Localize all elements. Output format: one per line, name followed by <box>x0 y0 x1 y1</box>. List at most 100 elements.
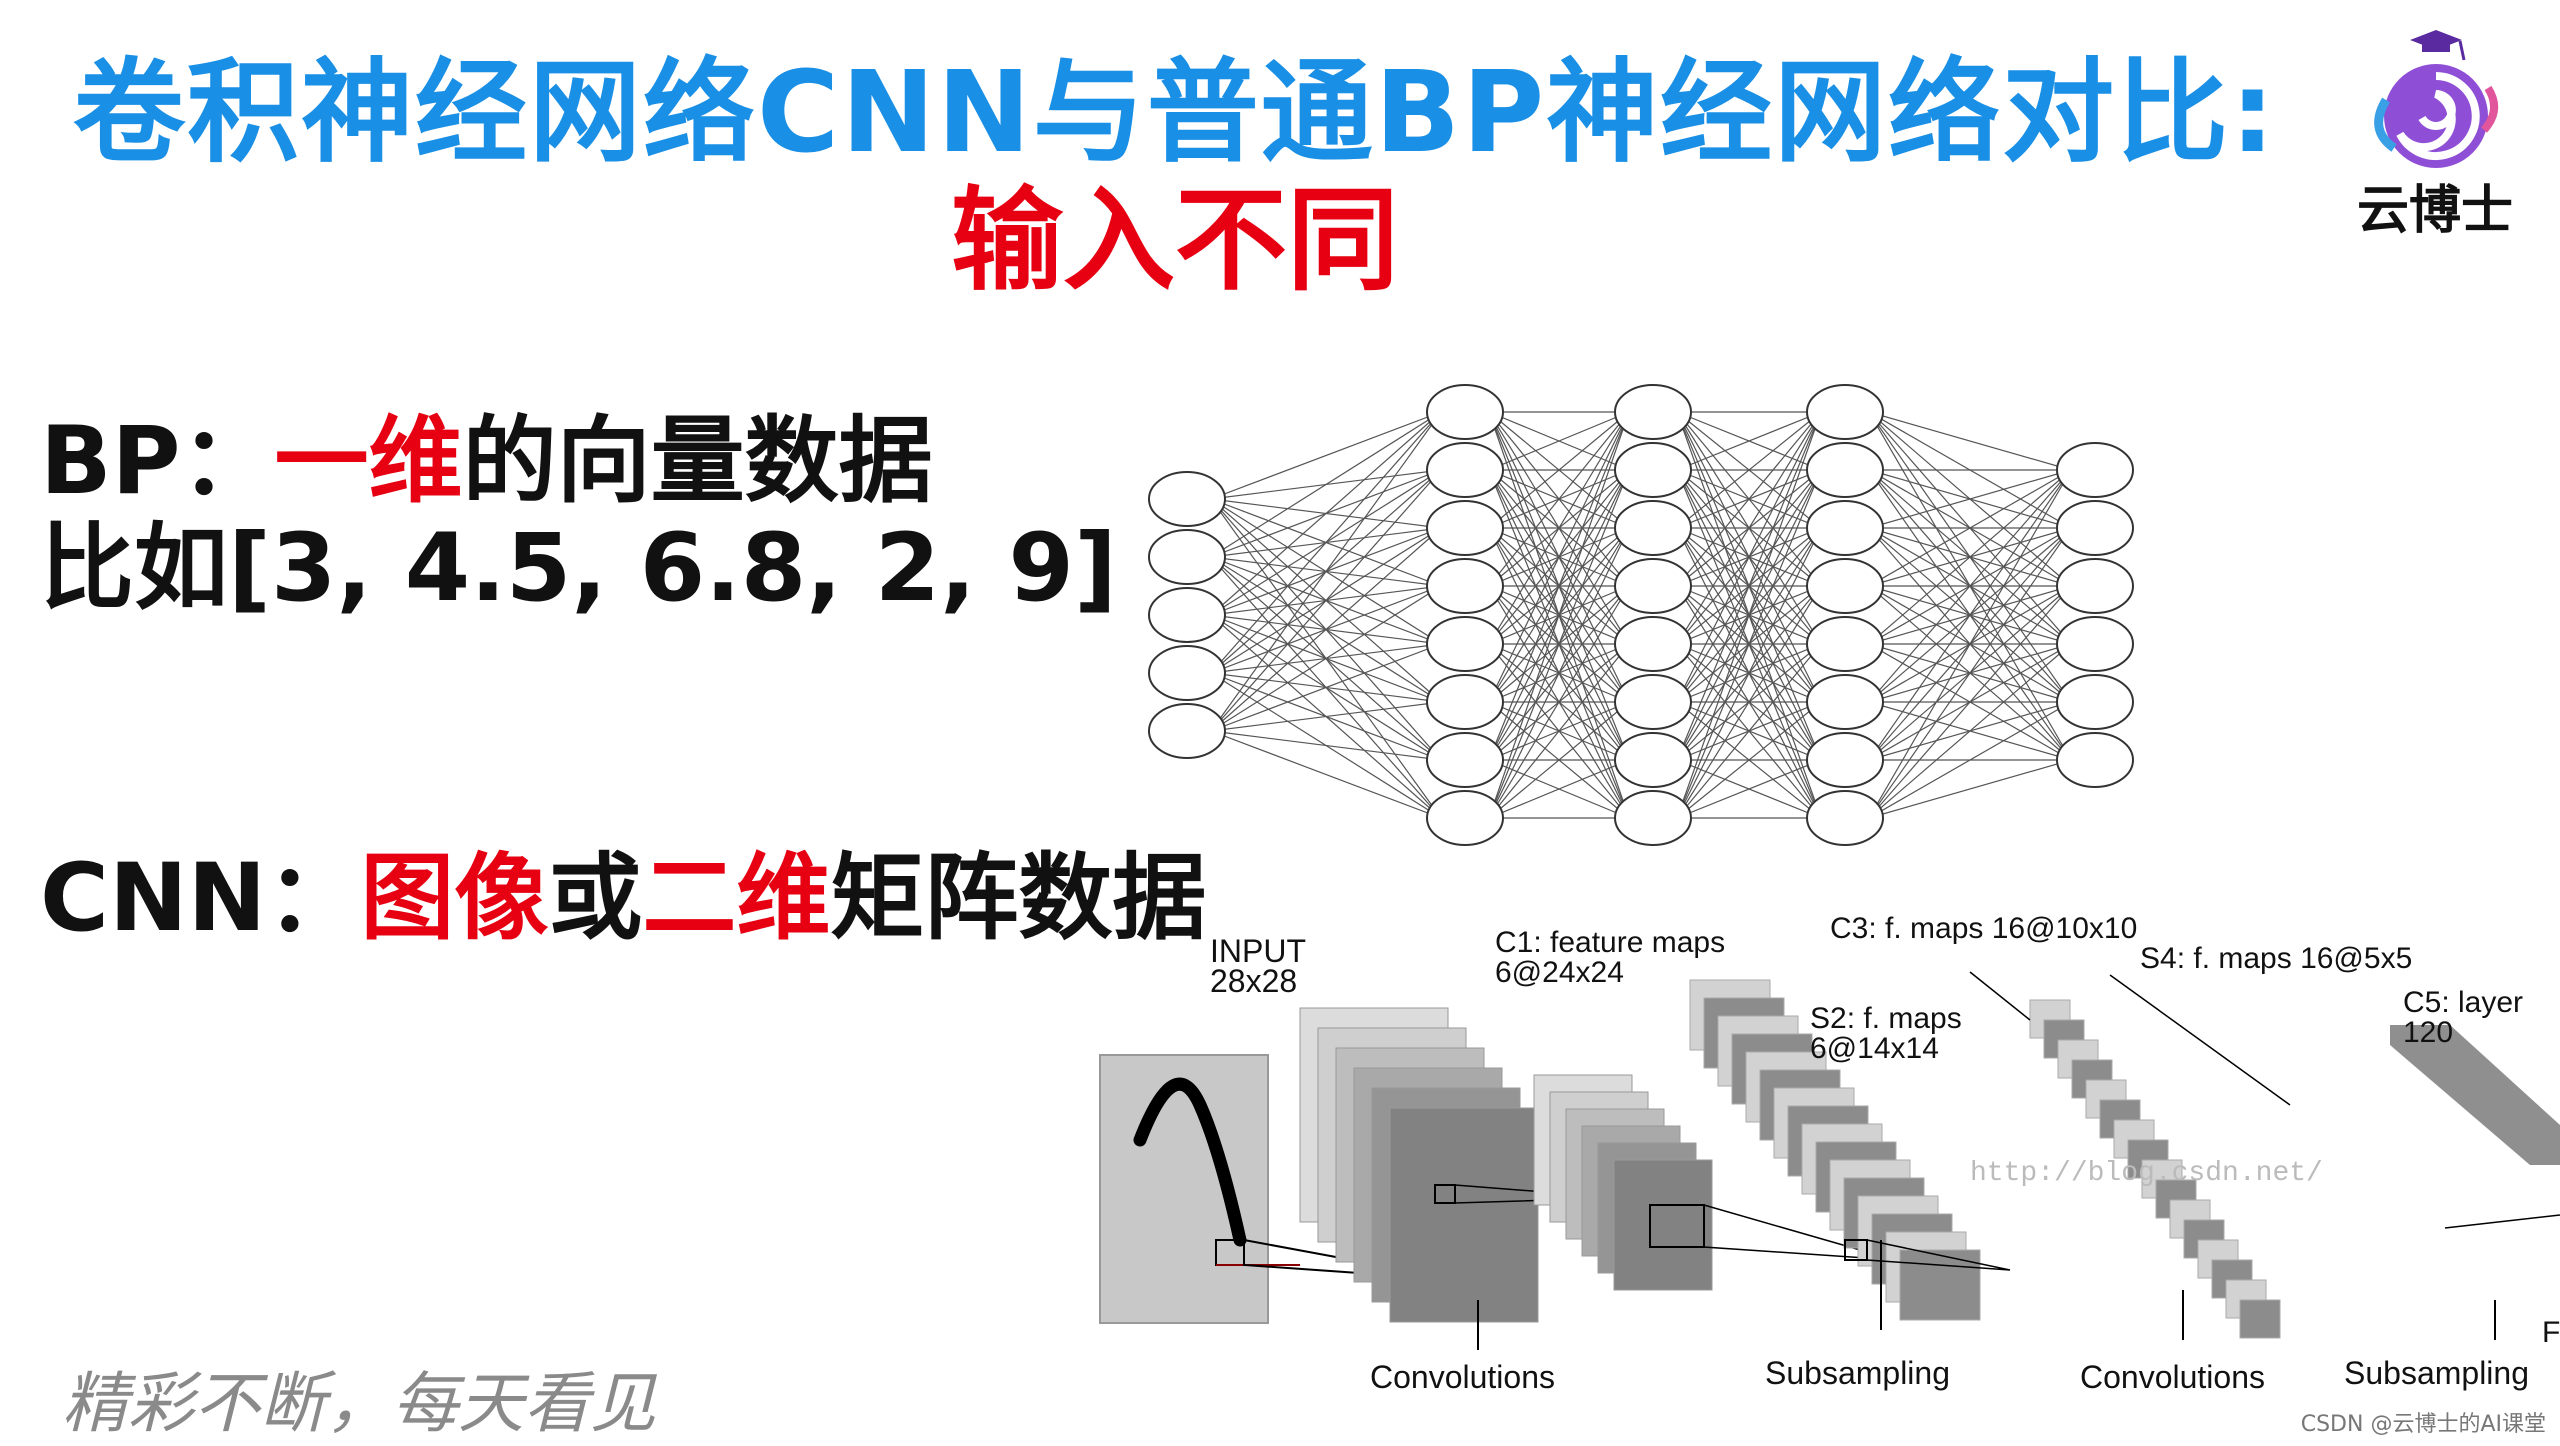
mlp-edge <box>1488 411 1630 761</box>
mlp-edge <box>1676 411 1822 587</box>
mlp-neuron-layer-1 <box>1426 500 1504 556</box>
mlp-edge <box>1488 411 1630 587</box>
mlp-neuron-layer-1 <box>1426 442 1504 498</box>
mlp-neuron-layer-0 <box>1148 587 1226 643</box>
bp-label: BP： <box>40 407 275 516</box>
mlp-neuron-layer-3 <box>1806 558 1884 614</box>
mlp-neuron-layer-2 <box>1614 790 1692 846</box>
credit: CSDN @云博士的AI课堂 <box>2300 1412 2546 1437</box>
logo-icon <box>2374 30 2498 168</box>
mlp-neuron-layer-2 <box>1614 674 1692 730</box>
mlp-edge <box>1676 527 1822 819</box>
logo-text: 云博士 <box>2356 181 2513 241</box>
cnn-line: CNN：图像或二维矩阵数据 <box>40 822 1206 958</box>
mlp-edge <box>1868 527 2072 819</box>
mlp-neuron-layer-4 <box>2056 616 2134 672</box>
mlp-neuron-layer-0 <box>1148 703 1226 759</box>
mlp-connections <box>1210 411 2072 819</box>
c1-label: C1: feature maps <box>1495 926 1725 959</box>
mlp-neuron-layer-4 <box>2056 674 2134 730</box>
mlp-neuron-layer-4 <box>2056 500 2134 556</box>
input-size: 28x28 <box>1210 963 1297 999</box>
mlp-edge <box>1488 759 1630 819</box>
mlp-edge <box>1676 759 1822 819</box>
mlp-edge <box>1210 701 1442 732</box>
mlp-neuron-layer-3 <box>1806 384 1884 440</box>
mlp-edge <box>1676 411 1822 819</box>
mlp-edge <box>1676 411 1822 529</box>
mlp-neuron-layer-3 <box>1806 500 1884 556</box>
mlp-edge <box>1210 411 1442 732</box>
mlp-edge <box>1210 585 1442 732</box>
mlp-edge <box>1868 469 2072 645</box>
input-label: INPUT <box>1210 933 1306 969</box>
slide-title: 卷积神经网络CNN与普通BP神经网络对比: <box>73 48 2277 178</box>
mlp-neuron-layer-2 <box>1614 732 1692 788</box>
mlp-neuron-layer-4 <box>2056 558 2134 614</box>
mlp-edge <box>1676 469 1822 819</box>
mlp-edge <box>1868 469 2072 761</box>
mlp-neuron-layer-2 <box>1614 442 1692 498</box>
stage-label: Subsampling <box>1765 1355 1950 1391</box>
mlp-edge <box>1868 469 2072 703</box>
cnn-or: 或 <box>548 844 643 953</box>
stage-label: Convolutions <box>2080 1359 2265 1395</box>
c3-maps <box>1689 979 1981 1321</box>
mlp-edge <box>1868 469 2072 587</box>
mlp-neuron-layer-3 <box>1806 674 1884 730</box>
cnn-label: CNN： <box>40 844 361 953</box>
slide-subtitle: 输入不同 <box>951 176 1399 306</box>
mlp-neuron-layer-1 <box>1426 384 1504 440</box>
mlp-edge <box>1868 585 2072 819</box>
s4-maps <box>2029 999 2281 1339</box>
s2-maps <box>1533 1074 1713 1291</box>
stage-label: Convolutions <box>1370 1359 1555 1395</box>
cnn-rest: 矩阵数据 <box>830 844 1207 953</box>
f-label: F <box>2542 1316 2560 1349</box>
mlp-edge <box>1676 411 1822 703</box>
mlp-edge <box>1676 411 1822 645</box>
s2-size: 6@14x14 <box>1810 1032 1939 1065</box>
mlp-neuron-layer-3 <box>1806 616 1884 672</box>
mlp-neuron-layer-2 <box>1614 558 1692 614</box>
c5-layer <box>2390 1025 2560 1165</box>
c3-label: C3: f. maps 16@10x10 <box>1830 912 2137 945</box>
mlp-edge <box>1488 585 1630 819</box>
mlp-edge <box>1488 411 1630 471</box>
mlp-neuron-layer-4 <box>2056 442 2134 498</box>
mlp-neuron-layer-2 <box>1614 384 1692 440</box>
mlp-edge <box>1488 469 1630 819</box>
bp-line: BP：一维的向量数据 <box>40 385 933 521</box>
input-digit-stroke <box>1133 1077 1247 1247</box>
mlp-edge <box>1210 411 1442 500</box>
mlp-edge <box>1868 411 2072 471</box>
mlp-edge <box>1210 411 1442 674</box>
s2-label: S2: f. maps <box>1810 1002 1962 1035</box>
stage-label: Subsampling <box>2344 1355 2529 1391</box>
mlp-edge <box>1210 411 1442 616</box>
c1-size: 6@24x24 <box>1495 956 1624 989</box>
mlp-neuron-layer-0 <box>1148 471 1226 527</box>
c1-maps <box>1299 1007 1539 1323</box>
mlp-edge <box>1210 411 1442 558</box>
lenet-diagram: INPUT 28x28 C1: feature maps 6@24x24 S2:… <box>1099 912 2560 1395</box>
mlp-edge <box>1868 701 2072 819</box>
mlp-diagram <box>1148 384 2134 846</box>
mlp-neuron-layer-2 <box>1614 616 1692 672</box>
mlp-edge <box>1868 643 2072 819</box>
mlp-neuron-layer-1 <box>1426 558 1504 614</box>
mlp-neuron-layer-3 <box>1806 732 1884 788</box>
mlp-neuron-layer-0 <box>1148 645 1226 701</box>
mlp-edge <box>1488 527 1630 819</box>
mlp-neuron-layer-1 <box>1426 732 1504 788</box>
slogan: 精彩不断，每天看见 <box>62 1365 656 1442</box>
mlp-edge <box>1868 469 2072 529</box>
mlp-edge <box>1488 701 1630 819</box>
mlp-edge <box>1210 527 1442 732</box>
c5-label: C5: layer <box>2403 986 2523 1019</box>
mlp-neuron-layer-1 <box>1426 674 1504 730</box>
input-image <box>1099 1054 1269 1324</box>
mlp-edge <box>1676 585 1822 819</box>
mlp-edge <box>1676 643 1822 819</box>
cnn-highlight-2d: 二维 <box>642 844 831 953</box>
